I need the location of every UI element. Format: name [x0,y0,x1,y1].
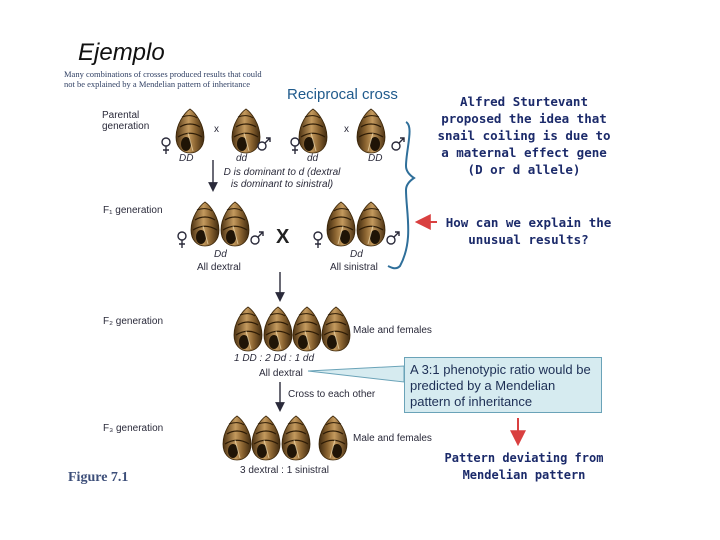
f1-right-result: All sinistral [330,262,378,273]
f2-genotype-ratio: 1 DD : 2 Dd : 1 dd [234,353,315,364]
male-symbols [250,137,405,245]
f2-male-females-label: Male and females [353,325,432,336]
genotype-f1-right: Dd [350,249,363,260]
genotype-p4: DD [368,153,383,164]
female-symbols [161,137,323,248]
f3-snails [222,415,348,461]
sturtevant-note: Alfred Sturtevant proposed the idea that… [437,94,611,177]
generation-arrows [208,160,285,412]
f1-generation-label: F₁ generation [103,205,163,216]
parental-generation-label: Parental generation [102,110,150,132]
genotype-f1-left: Dd [214,249,227,260]
cross-symbol-f1: X [276,226,290,248]
deviation-note: Pattern deviating from Mendelian pattern [444,451,604,482]
f1-left-result: All dextral [197,262,241,273]
genotype-p3: dd [307,153,319,164]
question-note: How can we explain the unusual results? [445,215,612,247]
red-arrows [414,214,526,447]
f3-generation-label: F₃ generation [103,423,164,434]
genotype-p1: DD [179,153,194,164]
figure-caption: Figure 7.1 [68,470,129,485]
f3-male-females-label: Male and females [353,433,432,444]
cross-symbol-left: x [214,124,219,135]
ratio-callout-pointer [307,365,405,383]
f3-result: 3 dextral : 1 sinistral [240,465,329,476]
cross-symbol-right: x [344,124,349,135]
reciprocal-brace [387,121,416,270]
f2-generation-label: F₂ generation [103,316,164,327]
intro-text: Many combinations of crosses produced re… [64,69,262,89]
f2-snails [233,306,351,352]
ratio-callout-box: A 3:1 phenotypic ratio would be predicte… [404,357,602,413]
parental-snails [175,108,386,154]
slide-title: Ejemplo [78,39,165,66]
f2-result: All dextral [259,368,303,379]
reciprocal-cross-label: Reciprocal cross [287,86,398,103]
dominance-note: D is dominant to d (dextral is dominant … [223,167,341,190]
genotype-p2: dd [236,153,248,164]
cross-to-each-other: Cross to each other [288,389,376,400]
